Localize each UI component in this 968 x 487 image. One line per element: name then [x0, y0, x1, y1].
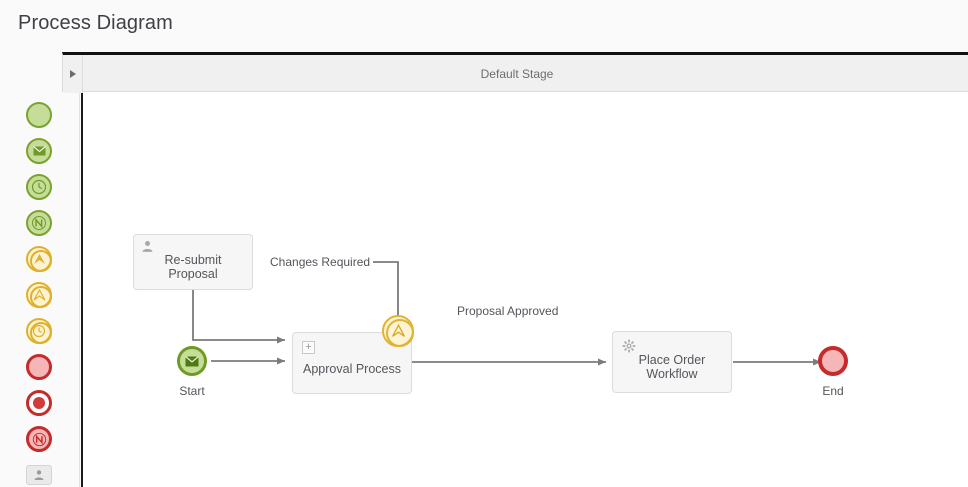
error-red-icon	[26, 426, 52, 452]
palette-intermediate-escalation-noninterrupting[interactable]	[24, 280, 54, 310]
palette-user-task[interactable]	[24, 460, 54, 487]
page-title: Process Diagram	[18, 12, 173, 34]
circle-green-icon	[26, 102, 52, 128]
flow-resubmit-approval-line	[192, 290, 285, 344]
triangle-right-icon	[69, 70, 76, 78]
palette-start-event-message[interactable]	[24, 136, 54, 166]
task-resubmit-proposal[interactable]: Re-submit Proposal	[133, 234, 253, 290]
flow-changes-required-line	[268, 258, 399, 331]
envelope-icon	[185, 355, 199, 366]
flow-changes-required-label: Changes Required	[267, 255, 374, 269]
event-start[interactable]	[177, 346, 207, 376]
error-bolt-glyph	[32, 432, 46, 446]
event-escalation-boundary[interactable]	[382, 315, 414, 347]
palette-end-event-none[interactable]	[24, 352, 54, 382]
signal-glyph	[32, 216, 46, 230]
clock-glyph	[31, 179, 47, 195]
escalation-outline-glyph	[32, 289, 46, 301]
diagram-canvas[interactable]: Default Stage	[62, 52, 968, 487]
person-task-icon	[26, 465, 52, 485]
event-end[interactable]	[818, 346, 848, 376]
stage-header: Default Stage	[62, 52, 968, 93]
clock-yellow-icon	[26, 318, 52, 344]
escalation-filled-glyph	[33, 254, 45, 264]
task-approval-process-label: Approval Process	[303, 362, 401, 376]
clock-yellow-glyph	[32, 324, 46, 338]
palette-end-event-terminate[interactable]	[24, 388, 54, 418]
palette-end-event-error[interactable]	[24, 424, 54, 454]
escalation-yellow-icon	[26, 246, 52, 272]
gear-icon	[622, 339, 636, 353]
plus-icon[interactable]: +	[302, 341, 315, 354]
palette-start-event-signal[interactable]	[24, 208, 54, 238]
escalation-triangle-icon	[391, 324, 405, 337]
person-glyph	[34, 470, 44, 480]
palette-intermediate-timer[interactable]	[24, 316, 54, 346]
stage-title: Default Stage	[480, 67, 554, 81]
flow-proposal-approved-label: Proposal Approved	[454, 304, 562, 318]
palette-start-event-none[interactable]	[24, 100, 54, 130]
envelope-glyph	[32, 146, 46, 156]
task-place-order-workflow-label: Place Order Workflow	[638, 353, 706, 381]
circle-red-icon	[26, 354, 52, 380]
task-resubmit-proposal-label: Re-submit Proposal	[164, 253, 222, 281]
escalation-outline-yellow-icon	[26, 282, 52, 308]
event-start-caption: Start	[179, 384, 205, 398]
signal-green-icon	[26, 210, 52, 236]
event-end-caption: End	[822, 384, 844, 398]
task-place-order-workflow[interactable]: Place Order Workflow	[612, 331, 732, 393]
palette-start-event-timer[interactable]	[24, 172, 54, 202]
envelope-green-icon	[26, 138, 52, 164]
element-palette	[0, 52, 80, 487]
terminate-red-icon	[26, 390, 52, 416]
clock-green-icon	[26, 174, 52, 200]
palette-intermediate-escalation[interactable]	[24, 244, 54, 274]
person-icon	[141, 240, 154, 253]
stage-collapse-toggle[interactable]	[63, 55, 83, 93]
